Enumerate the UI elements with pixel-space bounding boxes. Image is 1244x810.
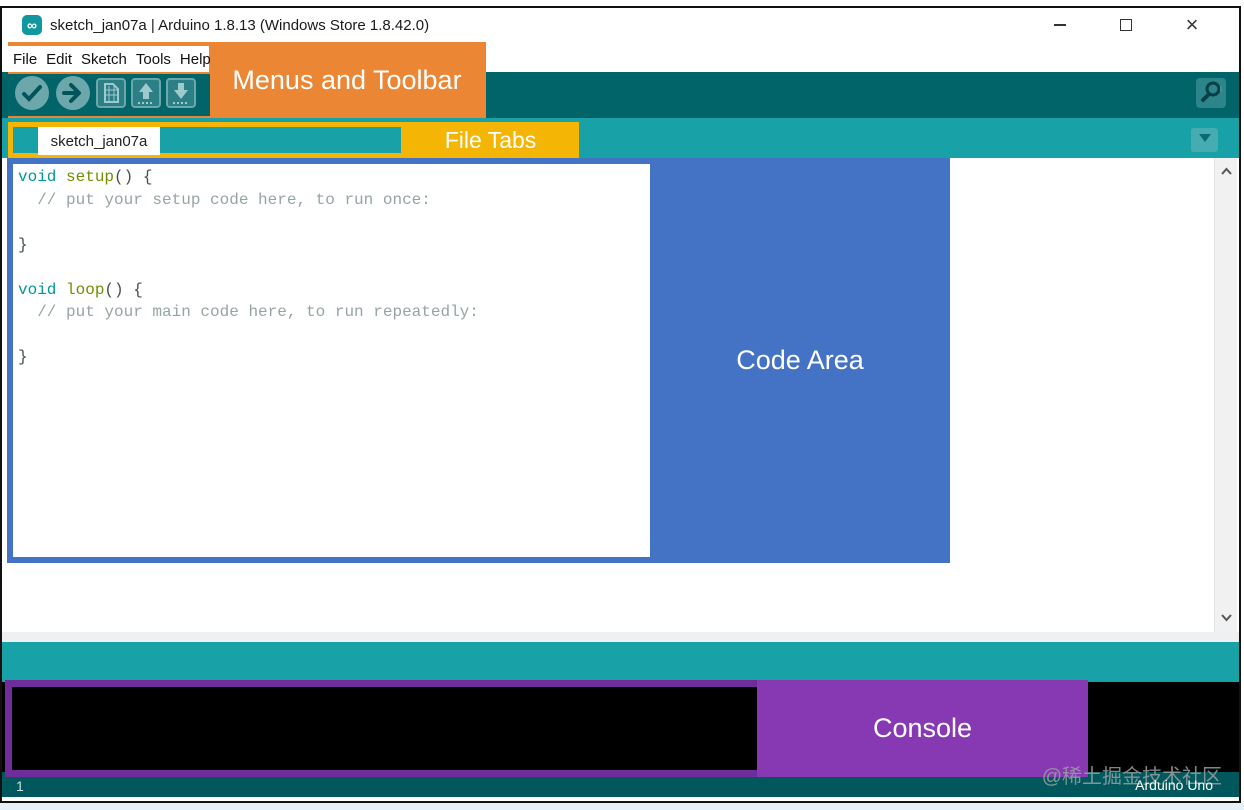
- upload-button[interactable]: [55, 75, 91, 116]
- title-bar: ∞ sketch_jan07a | Arduino 1.8.13 (Window…: [2, 8, 1239, 42]
- code-line: void setup() {: [18, 168, 153, 186]
- menu-item-file[interactable]: File: [13, 50, 38, 68]
- annotation-file-tabs-label: File Tabs: [402, 122, 579, 158]
- tab-list-button[interactable]: [1191, 128, 1218, 152]
- chevron-down-icon: [1196, 131, 1214, 150]
- code-line: }: [18, 235, 28, 254]
- chevron-up-icon[interactable]: [1220, 163, 1233, 181]
- bottom-strip: [0, 803, 1244, 810]
- board-indicator: Arduino Uno: [1135, 777, 1213, 793]
- line-number-indicator: 1: [16, 778, 24, 794]
- arduino-infinity-icon: ∞: [22, 15, 42, 35]
- arrow-up-icon: [131, 77, 161, 113]
- horizontal-scrollbar-track[interactable]: [2, 632, 1239, 642]
- maximize-button[interactable]: [1111, 12, 1141, 38]
- check-icon: [14, 75, 50, 116]
- save-button[interactable]: [166, 77, 196, 113]
- annotation-menus-toolbar-label: Menus and Toolbar: [232, 64, 462, 95]
- chevron-down-icon[interactable]: [1220, 609, 1233, 627]
- code-line: // put your setup code here, to run once…: [18, 190, 431, 209]
- open-button[interactable]: [131, 77, 161, 113]
- minimize-button[interactable]: [1045, 12, 1075, 38]
- window-controls: ×: [1045, 12, 1229, 38]
- arduino-ide-window: ∞ sketch_jan07a | Arduino 1.8.13 (Window…: [0, 6, 1241, 803]
- code-editor[interactable]: void setup() { // put your setup code he…: [2, 158, 1239, 632]
- new-sketch-button[interactable]: [96, 77, 126, 113]
- annotation-code-area-label: Code Area: [650, 158, 950, 563]
- minimize-icon: [1054, 24, 1066, 26]
- toolbar: [2, 72, 1239, 118]
- menu-item-edit[interactable]: Edit: [46, 50, 73, 68]
- menu-item-tools[interactable]: Tools: [135, 50, 171, 68]
- serial-monitor-button[interactable]: [1196, 78, 1226, 108]
- toolbar-buttons: [8, 74, 210, 116]
- magnifier-icon: [1198, 78, 1224, 109]
- menu-item-help[interactable]: Help: [179, 50, 211, 68]
- code-line: // put your main code here, to run repea…: [18, 303, 479, 321]
- vertical-scrollbar[interactable]: [1214, 158, 1237, 632]
- watermark: @稀土掘金技术社区: [1041, 766, 1222, 788]
- code-line: void loop() {: [18, 280, 143, 299]
- annotation-console-label: Console: [757, 680, 1088, 777]
- maximize-icon: [1120, 19, 1132, 31]
- arrow-right-icon: [55, 75, 91, 116]
- document-icon: [96, 77, 126, 113]
- window-title: sketch_jan07a | Arduino 1.8.13 (Windows …: [50, 16, 430, 34]
- menu-items: File Edit Sketch Tools Help: [8, 46, 211, 72]
- code-line: }: [18, 348, 28, 366]
- arrow-down-icon: [166, 77, 196, 113]
- menu-bar: File Edit Sketch Tools Help: [2, 42, 1239, 72]
- tab-sketch-jan07a[interactable]: sketch_jan07a: [38, 127, 160, 155]
- code-lines: void setup() { // put your setup code he…: [2, 158, 1239, 369]
- message-area: [2, 642, 1239, 682]
- menu-item-sketch[interactable]: Sketch: [81, 50, 127, 68]
- verify-button[interactable]: [14, 75, 50, 116]
- close-button[interactable]: ×: [1185, 12, 1199, 37]
